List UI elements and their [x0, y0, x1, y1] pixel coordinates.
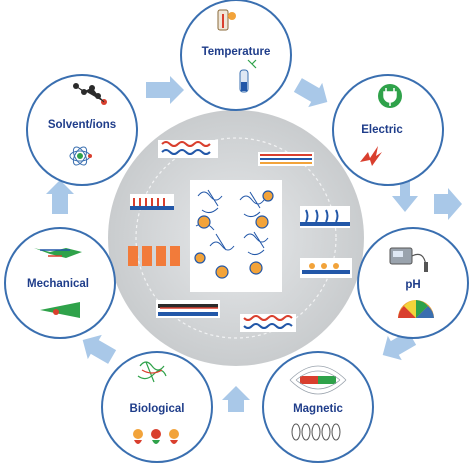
tensile-icon [40, 302, 80, 318]
layer-icon-top-right [258, 152, 314, 166]
brush-icon-left [130, 194, 174, 210]
ph-color-wheel-icon [398, 300, 434, 318]
micelle-icons [194, 190, 274, 279]
center-hub [108, 110, 364, 366]
thermometer-icon [217, 9, 236, 31]
magnetic-label: Magnetic [293, 403, 343, 415]
atom-icon [69, 146, 92, 166]
rod-icon-bottom-left [156, 300, 220, 318]
layer-icon-bottom-right [240, 314, 296, 332]
electric-label: Electric [361, 124, 403, 136]
stimulus-temperature: Temperature [180, 0, 292, 111]
plug-icon [378, 84, 402, 108]
layer-icon-top-left [158, 140, 218, 158]
ph-meter-icon [389, 247, 428, 272]
brush-icon-right [300, 206, 350, 228]
mechanical-label: Mechanical [27, 278, 89, 290]
arrow-magnetic-to-biological [222, 386, 250, 412]
layer-icon-right [300, 258, 352, 278]
vial-icon [239, 59, 257, 93]
ph-label: pH [405, 279, 420, 291]
stimulus-ph: pH [357, 227, 469, 339]
molecule-icon [73, 83, 107, 105]
stimulus-mechanical: Mechanical [4, 227, 116, 339]
enzyme-icon [133, 429, 179, 444]
stimulus-biological: Biological [101, 351, 213, 463]
arrow-electric-to-ph [392, 180, 418, 212]
arrow-solvent-to-temperature [146, 76, 184, 104]
stimulus-magnetic: Magnetic [262, 351, 374, 463]
stimulus-electric: Electric [332, 74, 444, 186]
protein-icon [137, 361, 167, 383]
network-icons [195, 189, 269, 256]
stretch-icon [34, 248, 82, 258]
solvent-ions-label: Solvent/ions [48, 119, 116, 131]
arrow-mechanical-to-solvent [46, 180, 74, 214]
block-icon-left [128, 246, 180, 266]
temperature-label: Temperature [202, 46, 271, 58]
biological-label: Biological [130, 403, 185, 415]
coil-icon [291, 423, 341, 441]
arrow-temperature-to-electric [293, 78, 328, 108]
arrow-biological-to-mechanical [82, 334, 117, 364]
arrow-right-side [434, 188, 462, 220]
stimulus-solvent-ions: Solvent/ions [26, 74, 138, 186]
magnet-icon [289, 365, 347, 395]
lightning-icon [360, 146, 382, 166]
